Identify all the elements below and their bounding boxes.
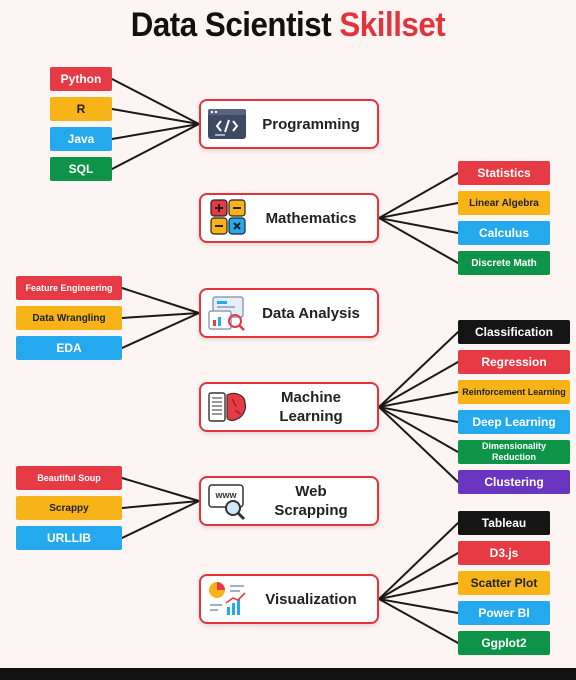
skill-dimensionality-reduction: Dimensionality Reduction — [458, 440, 570, 464]
skill-power-bi: Power BI — [458, 601, 550, 625]
skill-deep-learning: Deep Learning — [458, 410, 570, 434]
chart-icon — [209, 582, 246, 615]
skill-feature-engineering: Feature Engineering — [16, 276, 122, 300]
skill-statistics: Statistics — [458, 161, 550, 185]
page-title: Data Scientist Skillset — [23, 6, 553, 45]
connector-linear-algebra — [378, 202, 459, 219]
skill-classification: Classification — [458, 320, 570, 344]
skill-scrappy: Scrappy — [16, 496, 122, 520]
connector-power-bi — [378, 598, 459, 614]
skill-ggplot2: Ggplot2 — [458, 631, 550, 655]
hub-mathematics: Mathematics — [199, 193, 379, 243]
analytics-icon — [208, 296, 245, 331]
hub-label-data-analysis: Data Analysis — [262, 304, 360, 322]
connector-urllib — [121, 500, 200, 539]
hub-label-programming: Programming — [262, 115, 360, 133]
connector-sql — [111, 123, 200, 170]
hub-visualization: Visualization — [199, 574, 379, 624]
hub-label-machine-learning: Machine Learning — [279, 389, 343, 425]
skill-discrete-math: Discrete Math — [458, 251, 550, 275]
connector-eda — [121, 312, 200, 349]
connector-ggplot2 — [378, 598, 459, 644]
skill-scatter-plot: Scatter Plot — [458, 571, 550, 595]
connector-dimensionality — [378, 406, 459, 453]
brain-icon — [208, 392, 247, 422]
skill-python: Python — [50, 67, 112, 91]
connector-d3js — [378, 552, 459, 600]
connector-deep-learning — [378, 406, 459, 423]
skill-linear-algebra: Linear Algebra — [458, 191, 550, 215]
connector-classification — [378, 331, 459, 408]
connector-r — [111, 108, 200, 125]
connector-statistics — [378, 172, 459, 219]
code-icon — [208, 109, 246, 139]
hub-label-mathematics: Mathematics — [265, 209, 357, 227]
connector-python — [111, 78, 200, 125]
hub-web-scrapping: www Web Scrapping — [199, 476, 379, 526]
skill-regression: Regression — [458, 350, 570, 374]
hub-programming: Programming — [199, 99, 379, 149]
title-accent: Skillset — [339, 6, 446, 44]
skill-beautiful-soup: Beautiful Soup — [16, 466, 122, 490]
connector-reinforcement — [378, 391, 459, 408]
skill-eda: EDA — [16, 336, 122, 360]
skill-calculus: Calculus — [458, 221, 550, 245]
skill-clustering: Clustering — [458, 470, 570, 494]
title-main: Data Scientist — [130, 6, 332, 44]
hub-label-visualization: Visualization — [265, 590, 357, 608]
connector-beautiful-soup — [121, 477, 200, 502]
skill-reinforcement-learning: Reinforcement Learning — [458, 380, 570, 404]
skill-java: Java — [50, 127, 112, 151]
connector-data-wrangling — [121, 312, 200, 319]
connector-tableau — [378, 522, 459, 600]
skill-d3js: D3.js — [458, 541, 550, 565]
connector-feature-engineering — [121, 287, 200, 314]
connector-clustering — [378, 406, 459, 483]
hub-data-analysis: Data Analysis — [199, 288, 379, 338]
web-search-icon: www — [208, 484, 246, 521]
connector-scrappy — [121, 500, 200, 509]
skill-urllib: URLLIB — [16, 526, 122, 550]
hub-machine-learning: Machine Learning — [199, 382, 379, 432]
connector-java — [111, 123, 200, 140]
skill-r: R — [50, 97, 112, 121]
connector-discrete-math — [378, 217, 459, 264]
connector-scatter-plot — [378, 582, 459, 600]
svg-text:www: www — [214, 490, 237, 500]
skill-sql: SQL — [50, 157, 112, 181]
calculator-icon — [210, 199, 246, 235]
connector-calculus — [378, 217, 459, 234]
connector-regression — [378, 361, 459, 408]
bottom-bar — [0, 668, 576, 680]
skill-tableau: Tableau — [458, 511, 550, 535]
skill-data-wrangling: Data Wrangling — [16, 306, 122, 330]
hub-label-web-scrapping: Web Scrapping — [274, 483, 348, 519]
